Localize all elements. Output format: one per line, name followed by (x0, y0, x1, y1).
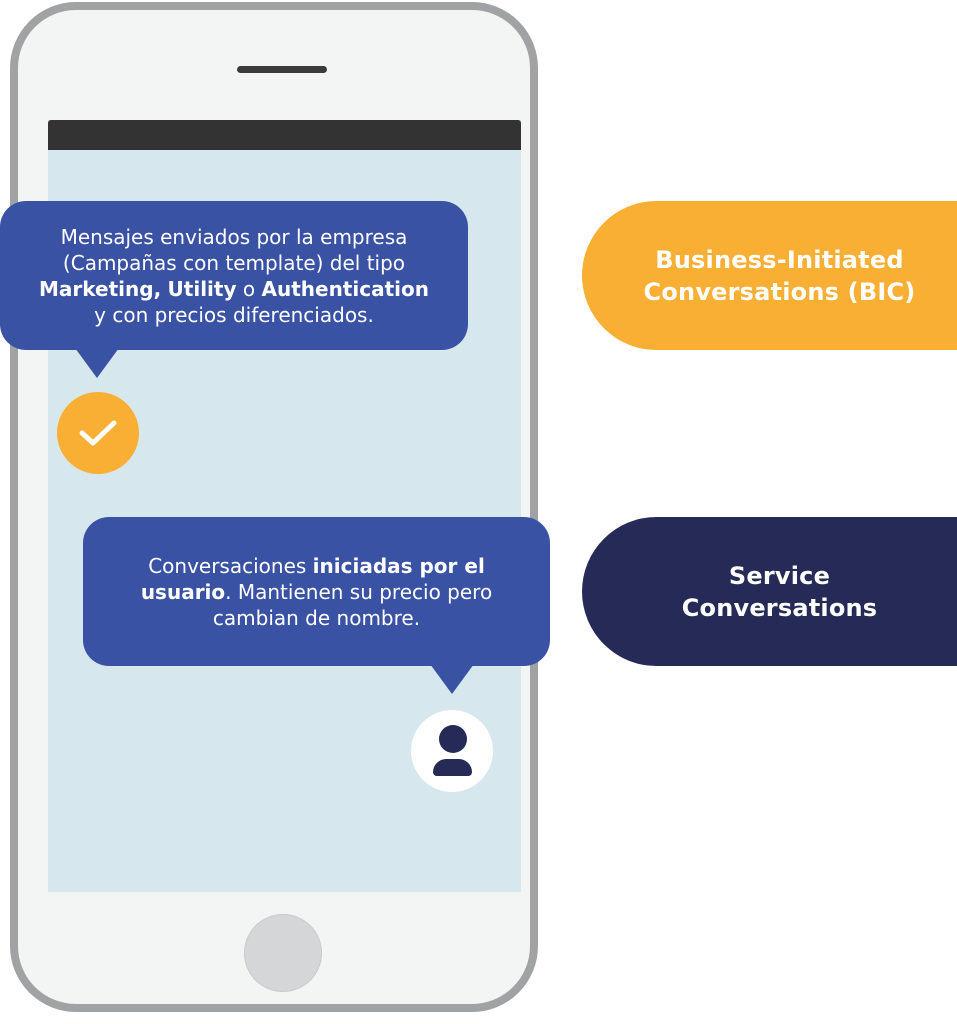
business-line-1: Mensajes enviados por la empresa (60, 224, 408, 249)
marketing-label: Marketing (39, 276, 154, 301)
business-message-text: Mensajes enviados por la empresa (Campañ… (39, 224, 429, 328)
service-label-line-2: Conversations (681, 593, 878, 622)
business-bubble-tail (75, 348, 119, 378)
business-message-bubble: Mensajes enviados por la empresa (Campañ… (0, 201, 468, 350)
phone-frame (10, 2, 538, 1012)
service-bold-1: iniciadas por el (312, 553, 485, 578)
status-bar (48, 120, 521, 150)
service-bold-2: usuario (140, 579, 226, 604)
service-conversations-label: Service Conversations (582, 517, 957, 666)
service-line-3: cambian de nombre. (212, 605, 421, 630)
service-rest: . Mantienen su precio pero (225, 579, 493, 604)
utility-label: Utility (167, 276, 237, 301)
service-message-text: Conversaciones iniciadas por el usuario.… (141, 553, 492, 631)
bic-label: Business-Initiated Conversations (BIC) (582, 201, 957, 350)
comma: , (153, 276, 162, 301)
phone-speaker (237, 66, 327, 73)
conjunction: o (242, 276, 256, 301)
service-message-bubble: Conversaciones iniciadas por el usuario.… (83, 517, 550, 666)
check-icon (57, 392, 139, 474)
user-head (439, 725, 467, 753)
authentication-label: Authentication (261, 276, 429, 301)
user-body (433, 759, 472, 776)
bic-line-1: Business-Initiated (655, 245, 904, 274)
business-line-2: (Campañas con template) del tipo (62, 250, 406, 275)
service-label-line-1: Service (728, 561, 831, 590)
home-button (244, 914, 322, 992)
bic-line-2: Conversations (BIC) (643, 277, 916, 306)
business-line-4: y con precios diferenciados. (94, 302, 374, 327)
service-bubble-tail (430, 664, 474, 694)
service-prefix: Conversaciones (148, 553, 307, 578)
user-icon (411, 710, 493, 792)
